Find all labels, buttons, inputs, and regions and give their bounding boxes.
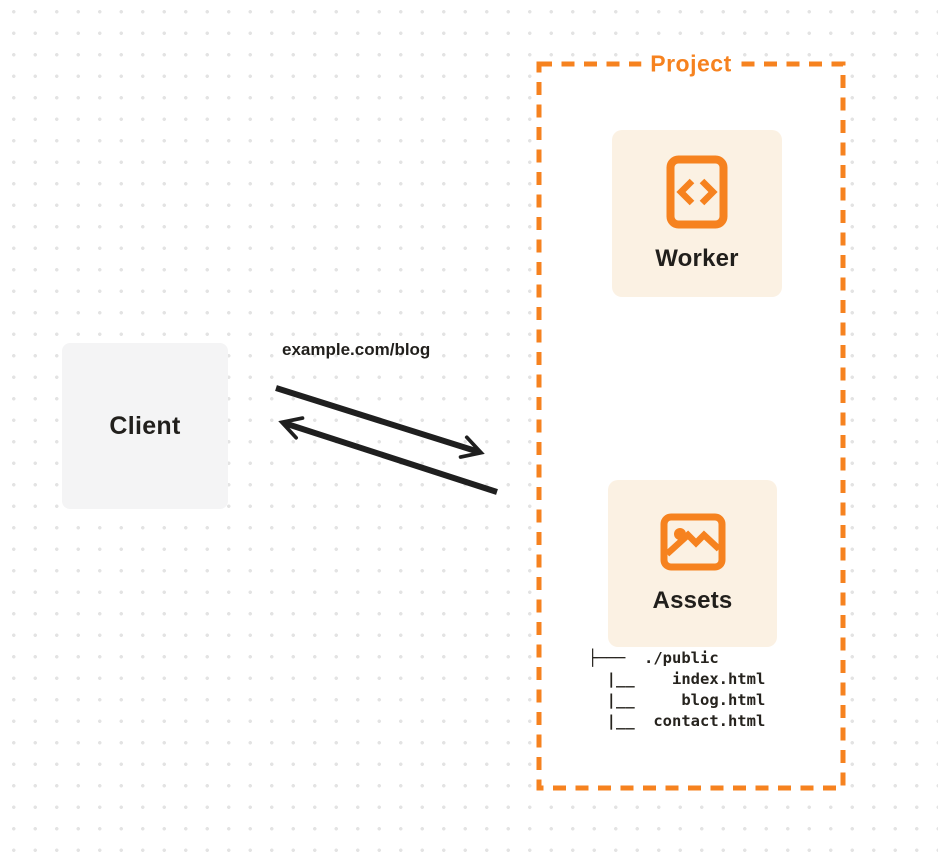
image-icon [660,513,725,570]
request-url-label: example.com/blog [282,340,431,359]
project-title: Project [641,50,741,78]
project-container: Project Worker Assets ├─── ./public |__ … [536,50,846,791]
worker-node: Worker [612,130,782,297]
client-node: Client [62,343,228,509]
assets-file-tree: ├─── ./public |__ index.html |__ blog.ht… [588,649,766,730]
request-arrow [275,385,485,459]
worker-label: Worker [655,244,739,272]
code-file-icon [666,155,728,228]
client-label: Client [109,411,181,440]
assets-label: Assets [652,586,733,614]
assets-node: Assets [608,480,777,647]
response-arrow [278,416,498,495]
